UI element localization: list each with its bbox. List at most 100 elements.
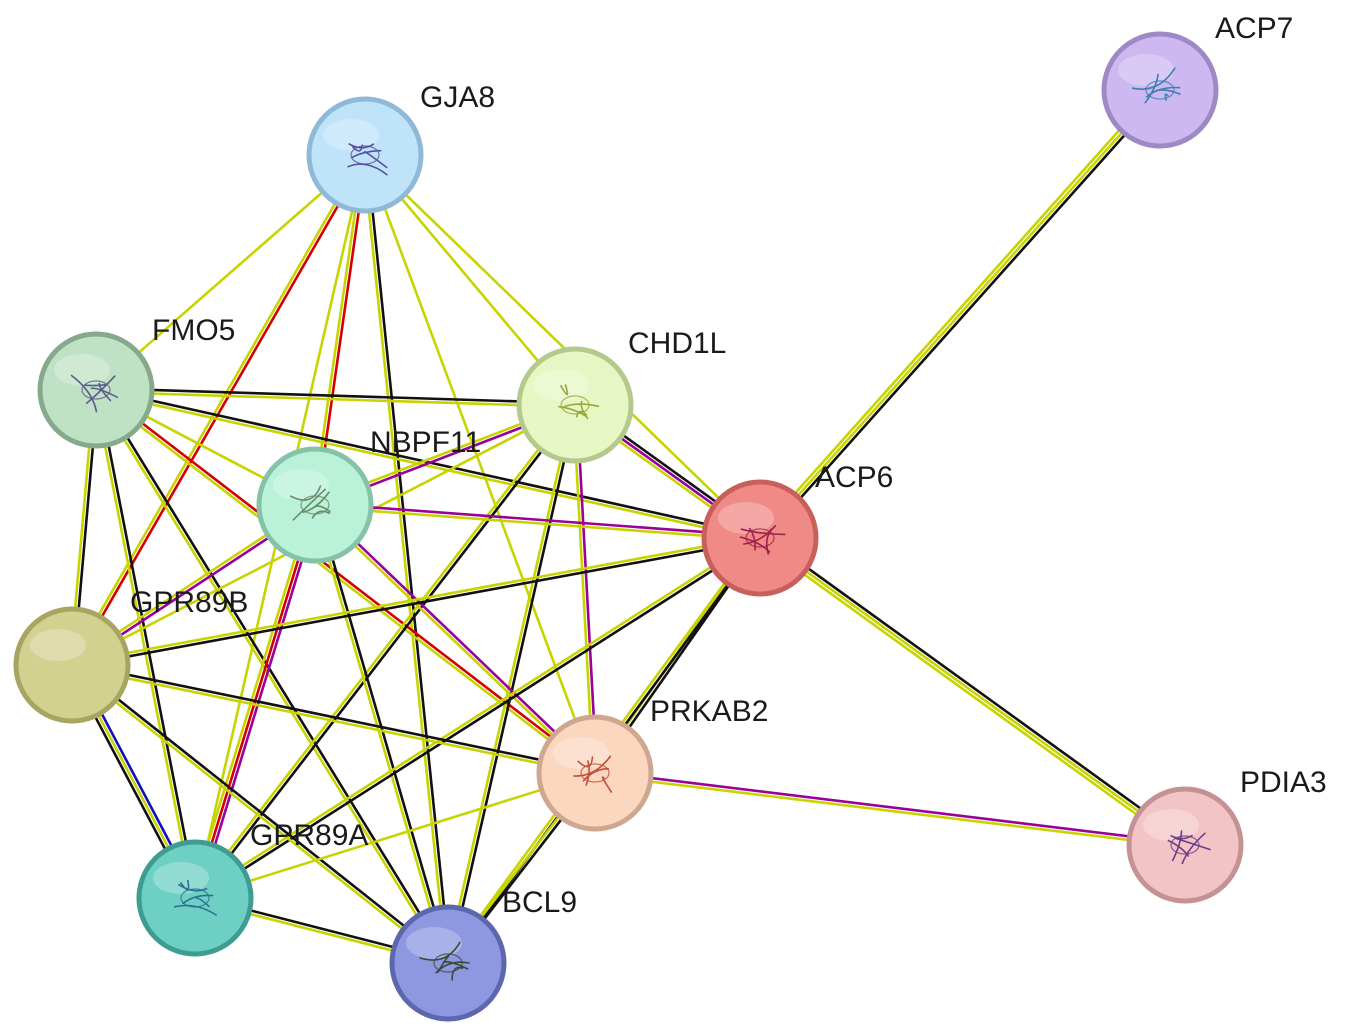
node-circle-gpr89b[interactable] [13,606,131,724]
edge-nbpf11-bcl9 [311,503,452,965]
protein-structure-icon [419,941,470,981]
edge-evidence-line [311,153,365,507]
edge-evidence-line [311,504,448,965]
node-pdia3[interactable]: PDIA3 [1126,766,1327,904]
edge-evidence-line [575,403,599,775]
node-highlight [54,354,110,386]
edge-chd1l-prkab2 [571,403,599,775]
node-circle-gja8[interactable] [306,96,424,214]
edge-evidence-line [94,386,577,405]
node-acp7[interactable]: ACP7 [1101,12,1293,149]
edge-evidence-line [96,387,451,964]
edge-evidence-line [365,153,452,965]
node-fmo5[interactable]: FMO5 [37,314,235,449]
node-label-gpr89a: GPR89A [250,819,368,852]
edge-fmo5-prkab2 [93,387,598,776]
node-label-gpr89b: GPR89B [130,586,248,619]
edge-evidence-line [758,88,1162,540]
node-label-bcl9: BCL9 [502,886,577,919]
edge-evidence-line [571,403,595,775]
node-highlight [533,369,589,401]
edge-evidence-line [593,773,1187,849]
edge-evidence-line [92,389,195,900]
edge-nbpf11-acp6 [313,501,762,542]
node-highlight [323,119,379,151]
edge-evidence-line [94,153,367,392]
edge-evidence-line [71,661,597,773]
edge-evidence-line [94,390,761,542]
edge-evidence-line [93,389,448,966]
node-highlight [30,629,86,661]
node-gpr89b[interactable]: GPR89B [13,586,248,724]
edge-evidence-line [448,404,579,965]
edge-nbpf11-prkab2 [312,502,598,776]
protein-structure-icon [573,755,613,793]
edge-fmo5-chd1l [94,386,577,409]
node-circle-prkab2[interactable] [536,714,654,832]
edge-evidence-line [72,154,368,668]
node-highlight [1118,54,1174,86]
protein-structure-icon [1131,67,1181,104]
node-highlight [718,502,774,534]
edge-acp7-acp6 [756,86,1164,542]
edge-evidence-line [315,153,369,507]
edge-evidence-line [95,387,598,773]
edge-evidence-line [71,662,451,963]
node-gja8[interactable]: GJA8 [306,81,495,214]
edge-fmo5-bcl9 [93,387,451,966]
node-label-gja8: GJA8 [420,81,495,114]
edge-evidence-line [70,665,596,777]
protein-structure-icon [70,374,119,413]
edge-evidence-line [363,153,762,540]
edge-evidence-line [192,535,761,898]
edge-evidence-line [444,403,575,964]
node-prkab2[interactable]: PRKAB2 [536,695,768,832]
node-circle-bcl9[interactable] [389,904,507,1022]
edge-gpr89b-bcl9 [69,662,451,966]
edge-gja8-nbpf11 [311,153,369,507]
edge-chd1l-bcl9 [444,403,579,965]
node-label-acp6: ACP6 [815,461,893,494]
edge-evidence-line [314,502,598,773]
node-circle-nbpf11[interactable] [256,446,374,564]
node-circle-pdia3[interactable] [1126,786,1244,904]
protein-structure-icon [173,879,217,916]
edge-evidence-line [70,534,761,665]
node-highlight [553,737,609,769]
node-label-nbpf11: NBPF11 [370,426,481,459]
protein-structure-icon [347,143,388,176]
edge-evidence-line [313,501,762,538]
node-label-fmo5: FMO5 [152,314,235,347]
node-label-chd1l: CHD1L [628,327,726,360]
node-circle-fmo5[interactable] [37,331,155,449]
node-gpr89a[interactable]: GPR89A [136,819,368,957]
edge-evidence-line [96,388,199,899]
node-highlight [406,927,462,959]
edge-evidence-line [756,86,1159,537]
node-chd1l[interactable]: CHD1L [516,327,726,464]
node-acp6[interactable]: ACP6 [701,461,893,597]
edge-gja8-bcl9 [361,153,452,965]
protein-structure-icon [289,485,331,521]
node-label-pdia3: PDIA3 [1240,766,1327,799]
edge-evidence-line [94,390,577,409]
edge-evidence-line [761,91,1164,542]
node-highlight [1143,809,1199,841]
edge-evidence-line [756,539,1185,850]
node-highlight [153,862,209,894]
edge-gja8-fmo5 [94,153,367,392]
edge-evidence-line [758,536,1187,847]
edge-gja8-acp6 [363,153,762,540]
node-nbpf11[interactable]: NBPF11 [256,426,481,564]
edge-evidence-line [593,769,1187,845]
edge-evidence-line [93,390,596,776]
edge-evidence-line [760,533,1189,844]
edge-evidence-line [71,538,762,669]
edge-evidence-line [315,503,452,964]
protein-structure-icon [558,384,600,420]
node-highlight [273,469,329,501]
protein-structure-icon [739,525,786,555]
node-bcl9[interactable]: BCL9 [389,886,577,1022]
